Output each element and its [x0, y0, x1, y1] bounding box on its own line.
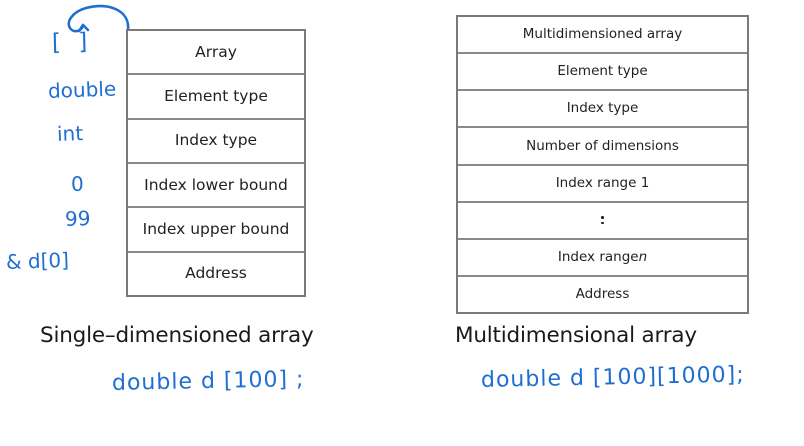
descriptor-row-number-of-dimensions: Number of dimensions: [458, 128, 747, 166]
index-range-n-prefix: Index range: [557, 248, 639, 265]
descriptor-row-element-type: Element type: [458, 54, 747, 92]
annotation-brackets: [ ]: [51, 28, 93, 56]
annotation-index-type: int: [56, 121, 84, 146]
descriptor-row-multidimensioned-array: Multidimensioned array: [458, 17, 747, 55]
descriptor-row-index-type: Index type: [458, 91, 747, 129]
curved-arrow-icon: [67, 4, 130, 33]
annotation-index-lower-bound: 0: [70, 171, 84, 196]
descriptor-row-ellipsis: [458, 203, 747, 240]
multidimensional-array-descriptor: Multidimensioned array Element type Inde…: [456, 15, 749, 314]
descriptor-row-index-type: Index type: [128, 120, 304, 164]
descriptor-row-array: Array: [128, 31, 304, 76]
descriptor-row-address: Address: [185, 264, 247, 283]
descriptor-row-element-type: Element type: [128, 75, 304, 120]
caption-multidimensional-array: Multidimensional array: [455, 323, 697, 348]
caption-single-dimensioned-array: Single–dimensioned array: [40, 323, 314, 348]
annotation-index-upper-bound: 99: [64, 206, 91, 231]
descriptor-row-index-range-1: Index range 1: [458, 166, 747, 203]
annotation-element-type: double: [47, 76, 117, 103]
index-range-n-variable: n: [638, 248, 648, 265]
descriptor-row-index-range-n: Index range n: [458, 240, 747, 277]
descriptor-row-index-lower-bound: Index lower bound: [128, 164, 304, 209]
descriptor-row-address: Address: [575, 286, 630, 303]
vertical-ellipsis-icon: [601, 216, 604, 225]
descriptor-row-index-upper-bound: Index upper bound: [128, 208, 304, 253]
single-dimensioned-array-descriptor: Array Element type Index type Index lowe…: [126, 29, 306, 297]
annotation-address: & d[0]: [5, 247, 70, 274]
annotation-declaration-single: double d [100] ;: [111, 366, 305, 396]
annotation-declaration-multi: double d [100][1000];: [480, 362, 745, 393]
